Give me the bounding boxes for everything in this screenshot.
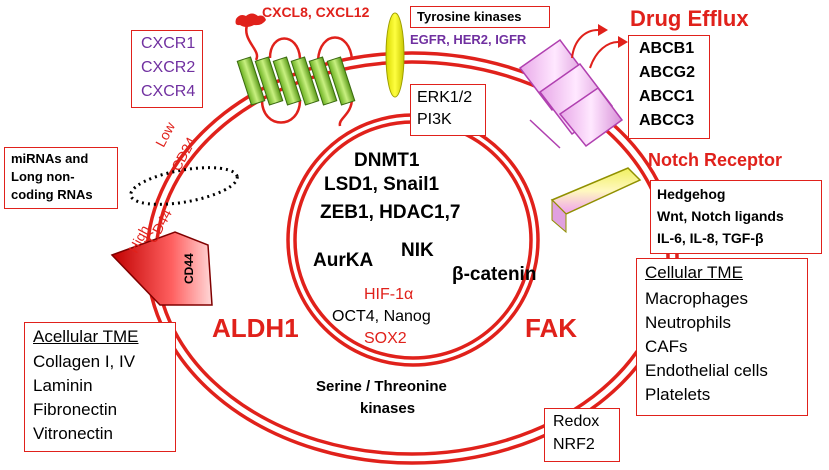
transporter-abcc1: ABCC1 xyxy=(639,88,695,105)
lipid-raft-ellipse xyxy=(129,166,239,206)
transporter-abcg2: ABCG2 xyxy=(639,64,696,81)
cellular-tme-title: Cellular TME xyxy=(645,263,743,282)
tyrosine-kinases-box: Tyrosine kinases xyxy=(410,6,550,28)
cellular-tme-box: Cellular TME Macrophages Neutrophils CAF… xyxy=(636,258,808,416)
nucleus-hif: HIF-1α xyxy=(364,286,414,303)
notch-ligands-box: Hedgehog Wnt, Notch ligands IL-6, IL-8, … xyxy=(650,180,822,254)
ligand-label: CXCL8, CXCL12 xyxy=(262,4,370,20)
drug-efflux-pump xyxy=(518,38,624,149)
notch-ligand-cytokines: IL-6, IL-8, TGF-β xyxy=(657,230,764,246)
notch-ligand-hedgehog: Hedgehog xyxy=(657,186,726,202)
redox-label: Redox xyxy=(553,413,600,430)
tyrosine-kinases-title: Tyrosine kinases xyxy=(417,9,522,24)
drug-efflux-box: ABCB1 ABCG2 ABCC1 ABCC3 xyxy=(628,35,710,139)
receptor-cxcr4: CXCR4 xyxy=(141,83,196,100)
ser-thr-line-2: kinases xyxy=(360,400,416,417)
mirna-box: miRNAs and Long non- coding RNAs xyxy=(4,147,118,209)
tyrosine-kinases-members: EGFR, HER2, IGFR xyxy=(410,32,527,47)
cxcr-box: CXCR1 CXCR2 CXCR4 xyxy=(131,30,203,108)
tyrosine-kinase-receptor xyxy=(385,12,405,98)
acellular-tme-laminin: Laminin xyxy=(33,376,93,395)
acellular-tme-fibronectin: Fibronectin xyxy=(33,400,118,419)
acellular-tme-box: Acellular TME Collagen I, IV Laminin Fib… xyxy=(24,322,176,452)
notch-ligand-wnt: Wnt, Notch ligands xyxy=(657,208,784,224)
nucleus-lsd1: LSD1, Snail1 xyxy=(324,174,440,195)
acellular-tme-title: Acellular TME xyxy=(33,327,139,346)
nucleus-oct4: OCT4, Nanog xyxy=(332,308,431,325)
cellular-tme-cafs: CAFs xyxy=(645,337,688,356)
mirna-line-1: miRNAs and xyxy=(11,151,89,166)
notch-receptor-bar xyxy=(550,167,642,215)
transporter-abcc3: ABCC3 xyxy=(639,112,695,129)
nucleus-sox2: SOX2 xyxy=(364,330,407,347)
receptor-cxcr1: CXCR1 xyxy=(141,35,196,52)
mirna-line-2: Long non- xyxy=(11,169,75,184)
nucleus-dnmt1: DNMT1 xyxy=(354,150,420,171)
nucleus-nik: NIK xyxy=(401,240,434,261)
signaling-box: ERK1/2 PI3K xyxy=(410,84,486,136)
cellular-tme-macrophages: Macrophages xyxy=(645,289,749,308)
signaling-erk: ERK1/2 xyxy=(417,89,473,106)
nucleus-beta-catenin: β-catenin xyxy=(452,264,537,285)
notch-receptor-title: Notch Receptor xyxy=(648,150,783,170)
mirna-line-3: coding RNAs xyxy=(11,187,93,202)
cxcr-receptor-loops xyxy=(245,21,354,124)
aldh1-label: ALDH1 xyxy=(212,313,299,343)
chemokine-ligand xyxy=(235,13,266,27)
cellular-tme-platelets: Platelets xyxy=(645,385,711,404)
cellular-tme-neutrophils: Neutrophils xyxy=(645,313,731,332)
drug-efflux-title: Drug Efflux xyxy=(630,6,749,31)
acellular-tme-vitronectin: Vitronectin xyxy=(33,424,114,443)
redox-box: Redox NRF2 xyxy=(544,408,620,462)
cd44-protein xyxy=(110,231,213,306)
transporter-abcb1: ABCB1 xyxy=(639,40,695,57)
efflux-arrow-2 xyxy=(589,41,619,69)
ser-thr-line-1: Serine / Threonine xyxy=(316,378,447,395)
cd44-protein-label: CD44 xyxy=(182,253,196,284)
fak-label: FAK xyxy=(525,313,577,343)
acellular-tme-collagen: Collagen I, IV xyxy=(33,352,136,371)
redox-nrf2: NRF2 xyxy=(553,436,595,453)
nucleus-zeb1: ZEB1, HDAC1,7 xyxy=(320,202,461,223)
signaling-pi3k: PI3K xyxy=(417,111,452,128)
nucleus-aurka: AurKA xyxy=(313,250,374,271)
cellular-tme-endothelial: Endothelial cells xyxy=(645,361,768,380)
receptor-cxcr2: CXCR2 xyxy=(141,59,196,76)
efflux-arrow-1 xyxy=(571,29,599,59)
cxcr-receptor-helices xyxy=(236,56,356,106)
